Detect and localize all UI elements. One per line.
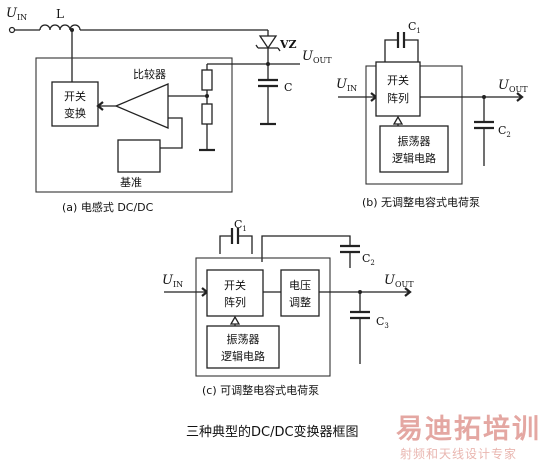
c-reg-text-2: 调整	[289, 295, 311, 309]
a-resistor-bottom	[201, 103, 213, 125]
a-caption: (a) 电感式 DC/DC	[62, 201, 154, 214]
c-osc-block	[206, 325, 280, 369]
b-c1-label: C1	[408, 20, 421, 35]
c-c2-label: C2	[362, 252, 375, 267]
b-uin-label: UIN	[336, 77, 357, 93]
a-reference-block	[117, 139, 161, 173]
b-osc-block	[379, 125, 449, 173]
a-comparator-triangle	[114, 83, 169, 129]
a-comp-in-bottom	[160, 117, 183, 149]
b-osc-text-1: 振荡器	[398, 134, 431, 148]
b-c1-wire	[384, 39, 419, 62]
b-uout-label: UOUT	[498, 78, 528, 94]
c-ic-frame	[195, 257, 331, 377]
c-c3-label: C3	[376, 315, 389, 330]
b-osc-arrow	[392, 115, 404, 125]
a-zener-label: VZ	[279, 38, 297, 51]
c-uout-label: UOUT	[384, 273, 414, 289]
a-switch-text-1: 开关	[64, 89, 86, 103]
c-uin-label: UIN	[162, 273, 183, 289]
watermark: 易迪拓培训 射频和天线设计专家	[396, 414, 541, 461]
b-switch-text-1: 开关	[387, 73, 409, 87]
diagram-c: C1 C2 UIN 开关 阵列 电压 调整 振荡器 逻辑电路	[162, 218, 414, 397]
a-uout-label: UOUT	[302, 49, 332, 65]
c-osc-arrow	[229, 315, 241, 325]
c-output-arrow	[404, 287, 412, 297]
a-comparator-label: 比较器	[133, 67, 166, 81]
a-switch-text-2: 变换	[64, 106, 86, 120]
a-divider-node	[205, 94, 209, 98]
a-resistor-top	[201, 69, 213, 91]
c-switch-text-2: 阵列	[224, 295, 246, 309]
diagram-a: UIN L 开关 变换 比较器 基准	[6, 6, 332, 214]
a-input-terminal	[8, 26, 16, 34]
c-c1-wire	[219, 235, 253, 254]
a-inductor	[39, 24, 81, 31]
b-switch-block	[375, 61, 421, 117]
c-osc-text-2: 逻辑电路	[221, 349, 265, 363]
a-cap-label: C	[284, 81, 292, 94]
a-inductor-label: L	[56, 7, 64, 21]
c-switch-text-1: 开关	[224, 278, 246, 292]
c-osc-text-1: 振荡器	[227, 332, 260, 346]
diagram-b: C1 UIN 开关 阵列 振荡器 逻辑电路 UOUT C2 (b) 无调整电容式…	[336, 20, 528, 209]
c-c1-label: C1	[234, 218, 247, 233]
b-output-arrow	[516, 92, 524, 102]
a-comp-arrow	[96, 101, 104, 111]
b-caption: (b) 无调整电容式电荷泵	[362, 195, 480, 209]
a-switch-block	[51, 81, 99, 127]
a-uin-label: UIN	[6, 6, 27, 22]
a-ic-frame	[35, 57, 233, 193]
c-reg-text-1: 电压	[289, 279, 311, 292]
watermark-slogan: 射频和天线设计专家	[400, 446, 517, 461]
c-caption: (c) 可调整电容式电荷泵	[202, 383, 319, 397]
c-switch-block	[206, 269, 264, 317]
watermark-brand: 易迪拓培训	[396, 414, 541, 445]
b-c2-label: C2	[498, 124, 511, 139]
figure-caption: 三种典型的DC/DC变换器框图	[186, 424, 359, 440]
b-osc-text-2: 逻辑电路	[392, 151, 436, 165]
a-reference-label: 基准	[120, 176, 142, 189]
b-switch-text-2: 阵列	[387, 91, 409, 105]
c-c2-wire	[261, 235, 351, 262]
a-zener-triangle	[258, 35, 278, 50]
c-reg-block	[280, 269, 320, 317]
